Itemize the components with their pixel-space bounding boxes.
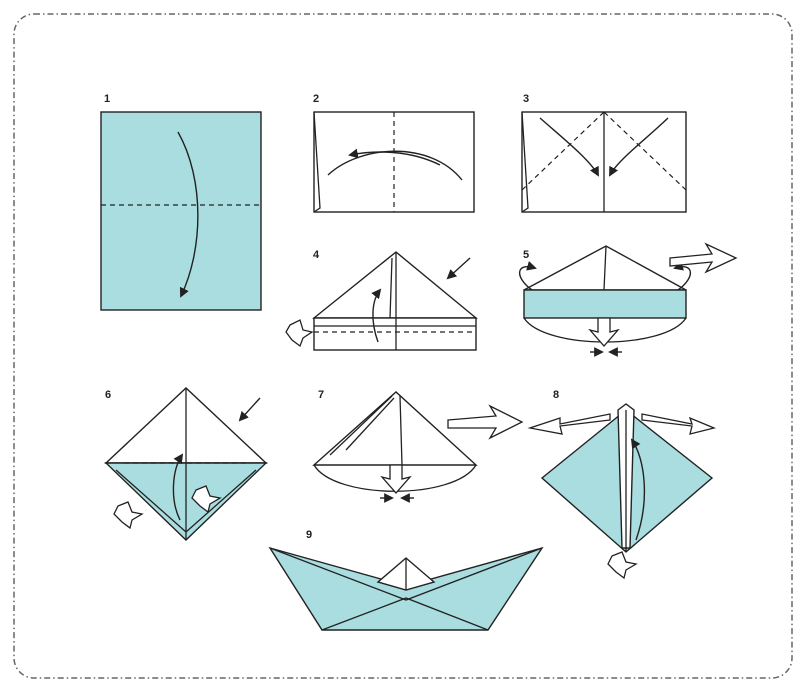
star-icon	[608, 552, 636, 578]
step-4: 4	[286, 249, 476, 350]
step-7: 7	[314, 389, 522, 498]
next-arrow-icon	[448, 406, 522, 438]
step-number: 8	[553, 389, 559, 401]
step-number: 9	[306, 529, 312, 541]
star-icon	[286, 320, 312, 346]
open-arrow-icon	[382, 465, 410, 493]
step-number: 4	[313, 249, 320, 261]
folded-strip	[524, 290, 686, 318]
pull-arrow-left-icon	[530, 414, 610, 434]
step-5: 5	[520, 244, 736, 352]
folded-triangle	[314, 252, 476, 318]
turn-arrow	[240, 398, 260, 420]
step-number: 1	[104, 93, 110, 105]
step-number: 3	[523, 93, 529, 105]
turn-arrow	[448, 258, 470, 278]
step-6: 6	[105, 388, 266, 540]
step-number: 6	[105, 389, 111, 401]
paper-sheet	[101, 112, 261, 310]
step-9: 9	[270, 529, 542, 630]
star-icon	[114, 502, 142, 528]
next-arrow-icon	[670, 244, 736, 272]
step-3: 3	[522, 93, 686, 212]
step-1: 1	[101, 93, 261, 310]
step-number: 2	[313, 93, 319, 105]
step-number: 7	[318, 389, 324, 401]
step-2: 2	[313, 93, 474, 212]
step-number: 5	[523, 249, 529, 261]
bottom-strip	[314, 318, 476, 350]
step-8: 8	[530, 389, 714, 578]
